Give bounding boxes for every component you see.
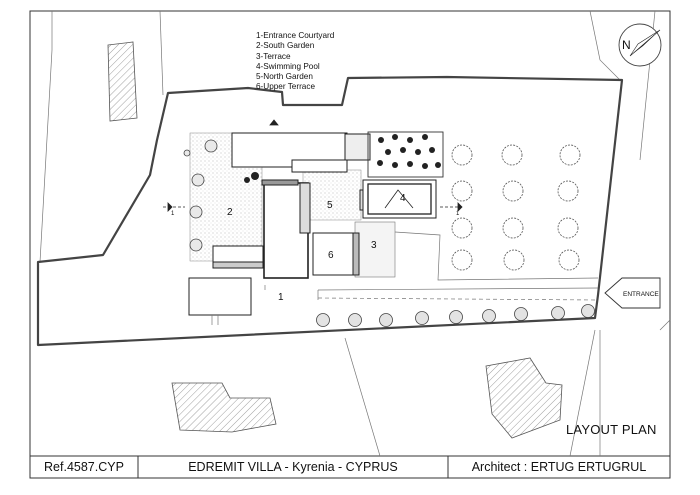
legend-item: 3-Terrace xyxy=(256,51,291,61)
section-markers xyxy=(163,119,463,212)
zone-label-1: 1 xyxy=(278,292,284,303)
neighbour-parcel-lines xyxy=(39,10,671,457)
layout-plan-title: LAYOUT PLAN xyxy=(566,422,657,437)
reference-number: Ref.4587.CYP xyxy=(44,460,124,474)
swimming-pool xyxy=(367,183,432,215)
drawing-frame xyxy=(29,10,671,479)
hedge-shrubs xyxy=(183,139,218,252)
north-garden-area xyxy=(302,169,362,221)
boundary-tree-row xyxy=(316,304,595,327)
driveway-lines xyxy=(211,231,599,325)
north-arrow xyxy=(618,23,662,67)
legend-item: 4-Swimming Pool xyxy=(256,61,320,71)
zone-label-6: 6 xyxy=(328,250,334,261)
project-name: EDREMIT VILLA - Kyrenia - CYPRUS xyxy=(188,460,398,474)
neighbour-buildings xyxy=(107,41,563,439)
section-mark-right: 1 xyxy=(456,211,460,217)
entrance-arrow xyxy=(604,277,661,309)
orchard-trees xyxy=(451,144,581,271)
zone-label-5: 5 xyxy=(327,200,333,211)
section-mark-left: 1 xyxy=(171,211,175,217)
entrance-block xyxy=(188,277,252,316)
zone-label-4: 4 xyxy=(400,193,406,204)
dark-shrub-cluster xyxy=(244,134,441,183)
architect-name: Architect : ERTUG ERTUGRUL xyxy=(471,460,647,474)
site-boundary xyxy=(36,75,624,347)
villa-buildings xyxy=(188,132,371,316)
legend-item: 6-Upper Terrace xyxy=(256,82,316,92)
legend-item: 1-Entrance Courtyard xyxy=(256,31,335,40)
zone-label-2: 2 xyxy=(227,207,233,218)
terrace-area xyxy=(354,221,396,278)
entrance-label: ENTRANCE xyxy=(623,291,659,298)
legend-item: 2-South Garden xyxy=(256,41,315,51)
upper-terrace-block xyxy=(312,232,354,276)
legend-item: 5-North Garden xyxy=(256,72,313,82)
north-label: N xyxy=(622,38,631,52)
legend: 1-Entrance Courtyard 2-South Garden 3-Te… xyxy=(256,31,334,93)
zone-label-3: 3 xyxy=(371,240,377,251)
